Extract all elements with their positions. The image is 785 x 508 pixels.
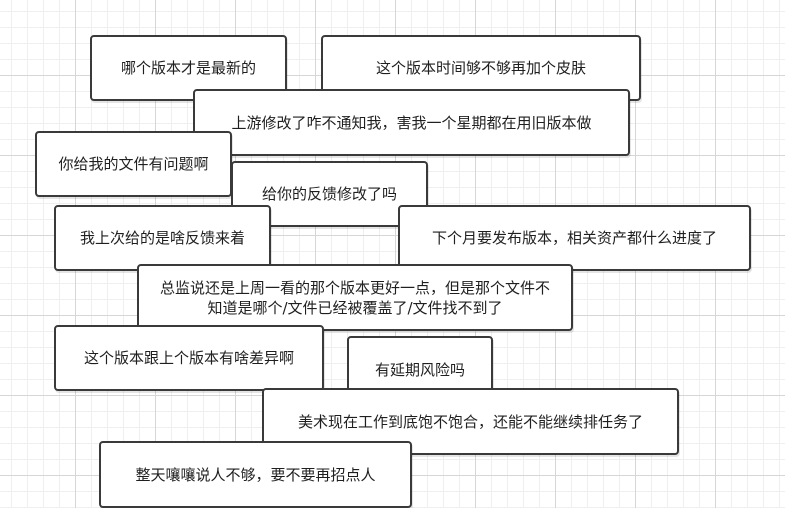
note-director-preference[interactable]: 总监说还是上周一看的那个版本更好一点，但是那个文件不知道是哪个/文件已经被覆盖了…	[137, 264, 573, 331]
note-text: 美术现在工作到底饱不饱合，还能不能继续排任务了	[297, 412, 643, 431]
note-text: 这个版本时间够不够再加个皮肤	[375, 59, 586, 77]
note-version-diff[interactable]: 这个版本跟上个版本有啥差异啊	[54, 325, 324, 391]
note-text: 整天嚷嚷说人不够，要不要再招点人	[135, 466, 376, 484]
note-text: 哪个版本才是最新的	[120, 59, 256, 77]
note-text: 我上次给的是啥反馈来着	[79, 229, 245, 247]
note-upstream-change[interactable]: 上游修改了咋不通知我，害我一个星期都在用旧版本做	[193, 89, 630, 156]
note-text: 给你的反馈修改了吗	[261, 185, 397, 203]
note-text: 你给我的文件有问题啊	[58, 155, 209, 173]
note-hire-more[interactable]: 整天嚷嚷说人不够，要不要再招点人	[99, 441, 412, 508]
note-text: 下个月要发布版本，相关资产都什么进度了	[431, 229, 717, 247]
note-file-problem[interactable]: 你给我的文件有问题啊	[35, 131, 232, 197]
note-text: 上游修改了咋不通知我，害我一个星期都在用旧版本做	[231, 113, 592, 132]
note-text: 这个版本跟上个版本有啥差异啊	[83, 349, 294, 367]
note-text: 总监说还是上周一看的那个版本更好一点，但是那个文件不知道是哪个/文件已经被覆盖了…	[159, 278, 550, 317]
note-latest-version[interactable]: 哪个版本才是最新的	[90, 35, 287, 101]
note-release-progress[interactable]: 下个月要发布版本，相关资产都什么进度了	[398, 205, 751, 271]
note-last-feedback[interactable]: 我上次给的是啥反馈来着	[54, 205, 271, 271]
note-text: 有延期风险吗	[374, 360, 465, 379]
